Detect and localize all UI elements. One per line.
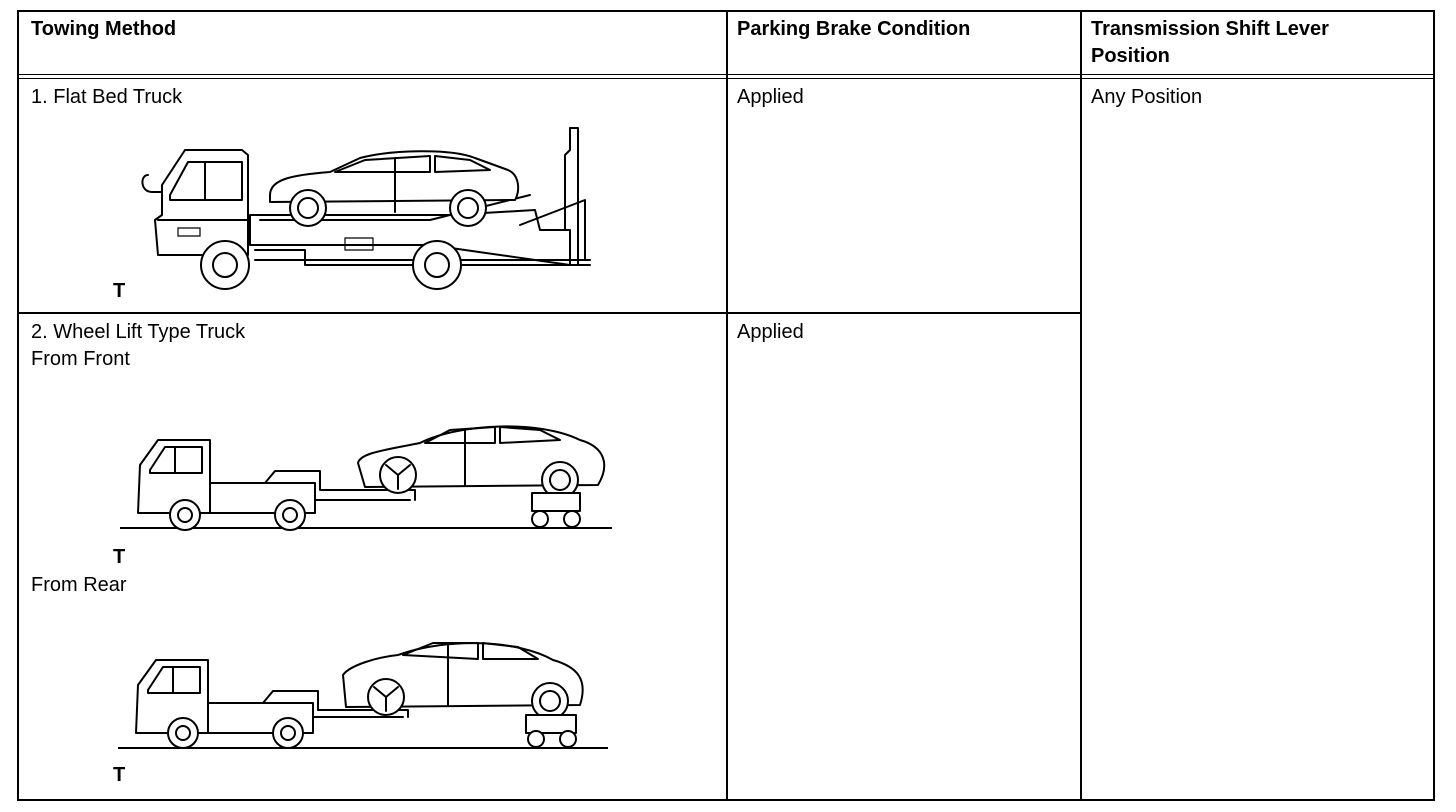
row1-illustration-mark: T [113,280,126,302]
wheel-lift-front-illustration [120,415,620,535]
shift-position: Any Position [1091,86,1203,108]
flat-bed-truck-illustration [130,120,600,295]
header-rule [19,74,1433,79]
row2-front-mark: T [113,546,126,568]
row2-method: 2. Wheel Lift Type Truck [31,321,246,343]
row2-from-front: From Front [31,348,130,370]
header-towing-method: Towing Method [31,18,177,40]
column-divider-2 [1080,12,1082,799]
wheel-lift-rear-illustration [118,635,618,755]
row2-brake: Applied [737,321,804,343]
header-parking-brake: Parking Brake Condition [737,18,971,40]
row2-rear-mark: T [113,764,126,786]
row1-method: 1. Flat Bed Truck [31,86,183,108]
row-divider [19,312,1082,314]
towing-table: Towing Method Parking Brake Condition Tr… [17,10,1435,801]
row2-from-rear: From Rear [31,574,127,596]
header-shift-lever-line1: Transmission Shift Lever [1091,18,1329,40]
row1-brake: Applied [737,86,804,108]
header-shift-lever-line2: Position [1091,45,1170,67]
column-divider-1 [726,12,728,799]
